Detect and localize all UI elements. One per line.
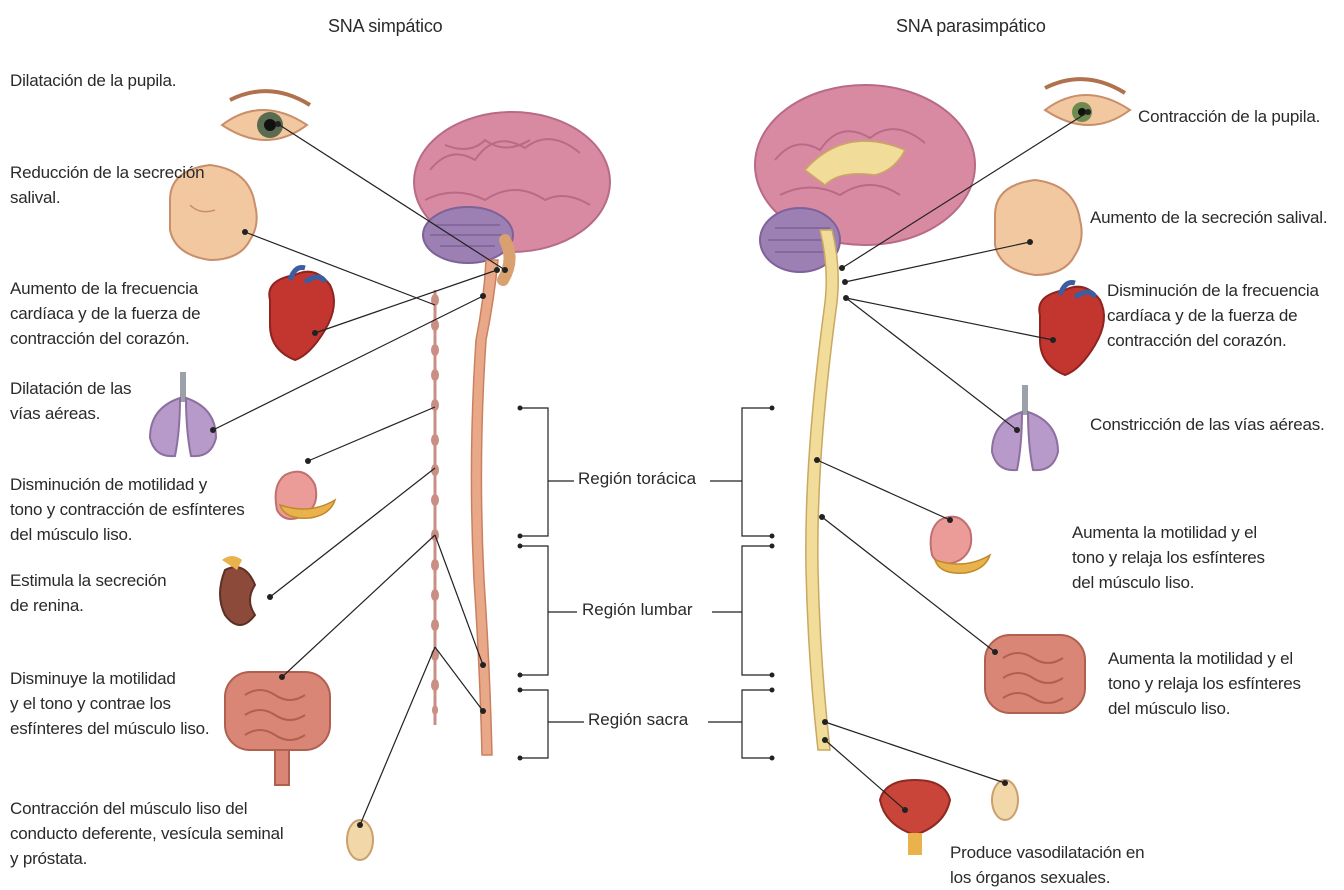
parasympathetic-title: SNA parasimpático: [896, 14, 1046, 39]
bracket-end-dots: [518, 406, 775, 761]
sympathetic-title: SNA simpático: [328, 14, 442, 39]
bladder-icon: [880, 780, 950, 855]
parasympathetic-pupil-label: Contracción de la pupila.: [1138, 104, 1320, 129]
parasympathetic-airways-label: Constricción de las vías aéreas.: [1090, 412, 1325, 437]
parasympathetic-saliva-label: Aumento de la secreción salival.: [1090, 205, 1327, 230]
region-brackets: [520, 408, 772, 758]
face-icon-right: [995, 180, 1082, 275]
parasympathetic-spinal-cord: [806, 230, 838, 750]
sympathetic-spinal-cord: [471, 260, 498, 755]
region-lumbar-label: Región lumbar: [578, 600, 697, 620]
eye-icon: [222, 91, 310, 140]
stomach-icon: [276, 472, 335, 519]
intestine-icon-right: [985, 635, 1085, 713]
region-thoracic-label: Región torácica: [574, 469, 700, 489]
region-sacral-label: Región sacra: [584, 710, 692, 730]
parasympathetic-brain: [755, 85, 975, 272]
intestine-icon: [225, 672, 330, 785]
heart-icon-right: [1039, 283, 1104, 376]
lungs-icon-right: [992, 385, 1058, 470]
sympathetic-pupil-label: Dilatación de la pupila.: [10, 68, 176, 93]
sympathetic-brain: [414, 112, 610, 280]
eye-icon-right: [1045, 79, 1130, 125]
lungs-icon: [150, 372, 216, 456]
heart-icon: [269, 268, 334, 361]
stomach-icon-right: [931, 517, 990, 574]
kidney-icon: [220, 556, 255, 625]
